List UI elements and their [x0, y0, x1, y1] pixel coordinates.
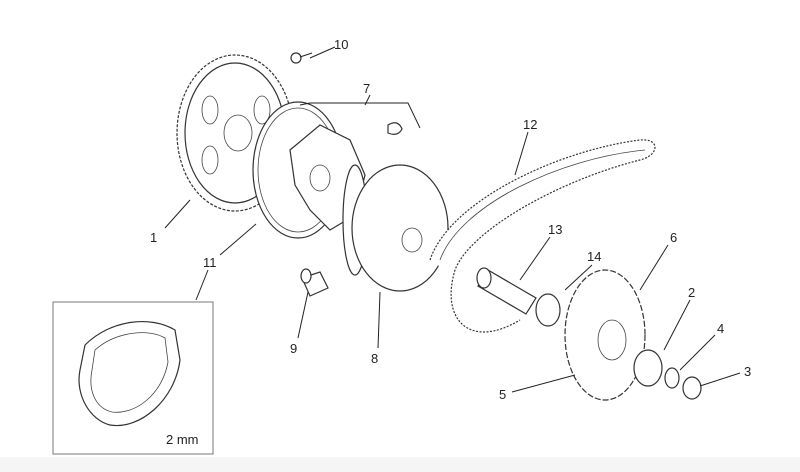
part-roller [300, 268, 329, 297]
exploded-parts-diagram: 10 7 12 1 11 13 14 6 2 4 3 9 8 5 2 mm [52, 37, 751, 455]
part-nut [682, 376, 702, 400]
callout-14: 14 [587, 249, 601, 264]
part-cup [633, 349, 663, 387]
callout-10: 10 [334, 37, 348, 52]
callout-5: 5 [499, 387, 506, 402]
leader-lines [164, 46, 741, 393]
part-spring-washer [664, 367, 680, 389]
inset-thickness-note: 2 mm [166, 432, 199, 447]
callout-1: 1 [150, 230, 157, 245]
callout-7: 7 [363, 81, 370, 96]
part-fan-pulley [564, 269, 646, 401]
part-washer [535, 293, 561, 327]
callout-12: 12 [523, 117, 537, 132]
callout-2: 2 [688, 285, 695, 300]
inset-detail-box: 2 mm [52, 301, 214, 455]
callout-9: 9 [290, 341, 297, 356]
callout-13: 13 [548, 222, 562, 237]
part-pulley [342, 164, 449, 292]
callout-11: 11 [203, 255, 217, 270]
callout-8: 8 [371, 351, 378, 366]
callout-4: 4 [717, 321, 724, 336]
part-screw [290, 52, 313, 64]
footer-band [0, 457, 800, 472]
part-belt [429, 139, 656, 333]
part-bush [476, 267, 537, 315]
callout-3: 3 [744, 364, 751, 379]
callout-6: 6 [670, 230, 677, 245]
